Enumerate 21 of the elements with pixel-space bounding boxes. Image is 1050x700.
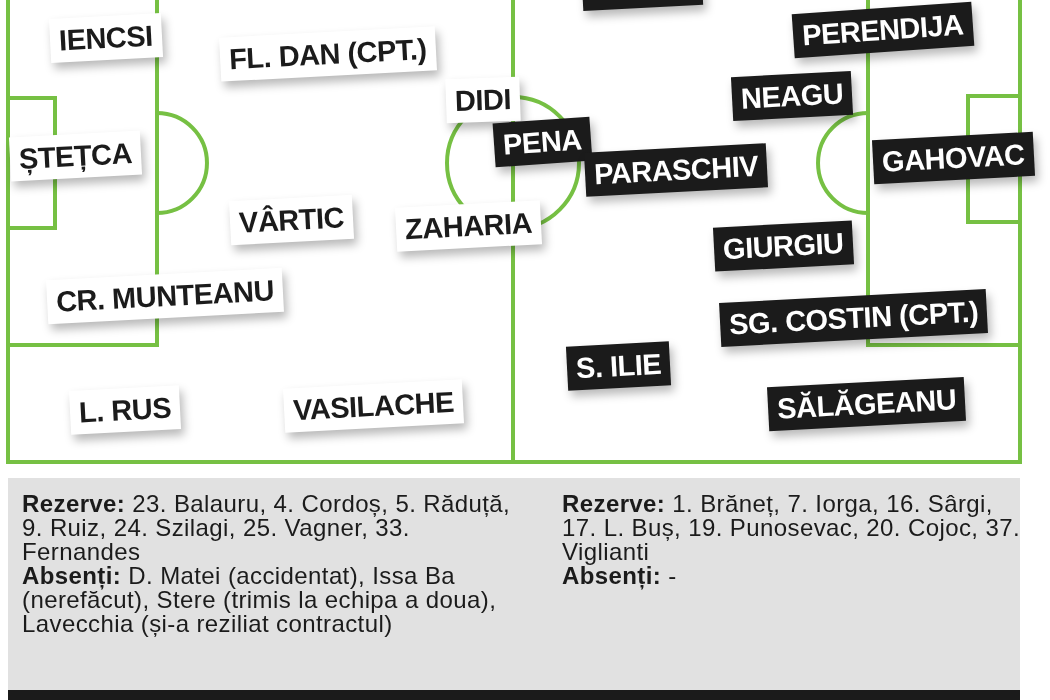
player-name-tag: VASILACHE	[282, 379, 464, 433]
player-name-tag: ȘTEȚCA	[8, 130, 143, 182]
squad-note: Absenți: D. Matei (accidentat), Issa Ba (nerefăcut), Stere (trimis la echipa a doua), Lavecchia (și-a reziliat contractul)	[22, 564, 498, 636]
player-name-tag: VÂRTIC	[228, 194, 354, 246]
player-name-tag: GAHOVAC	[871, 131, 1035, 185]
player-name-tag: CR. MUNTEANU	[46, 267, 284, 325]
player-name-tag: IENCSI	[48, 13, 163, 63]
player-name-tag: NEAGU	[730, 70, 854, 122]
player-name-tag: GIURGIU	[712, 220, 854, 272]
player-name-tag: DIDI	[445, 76, 521, 124]
player-name-tag: SG. COSTIN (CPT.)	[719, 289, 989, 347]
squad-note: Absenți: -	[562, 564, 678, 588]
player-name-tag: PERENDIJA	[791, 1, 974, 59]
player-name-tag: ZAHARIA	[394, 200, 543, 252]
player-name-tag: SĂLĂGEANU	[767, 376, 967, 432]
squad-note: Rezerve: 23. Balauru, 4. Cordoș, 5. Răduță, 9. Ruiz, 24. Szilagi, 25. Vagner, 33. Fernandes	[22, 492, 512, 564]
player-name-tag: PARASCHIV	[583, 143, 769, 197]
player-name-tag: FL. DAN (CPT.)	[219, 26, 437, 82]
player-name-tag: S. ILIE	[565, 341, 672, 391]
player-name-tag: PENA	[492, 116, 592, 168]
player-name-tag: L. RUS	[68, 385, 182, 435]
